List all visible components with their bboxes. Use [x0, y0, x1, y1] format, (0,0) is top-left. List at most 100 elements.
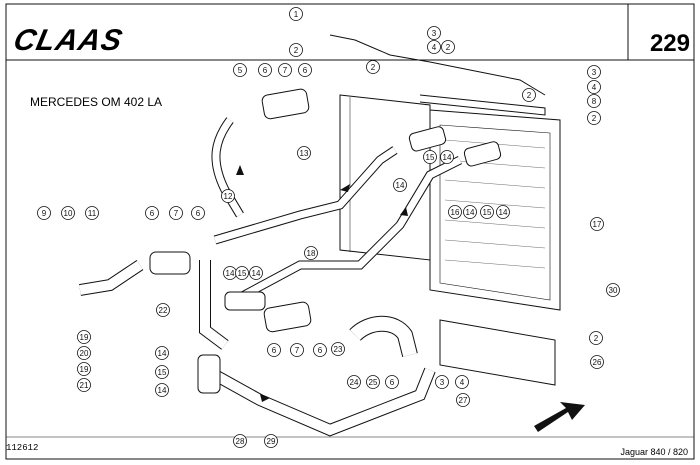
callout-number: 13: [300, 149, 309, 158]
callout-3: 3: [427, 26, 441, 40]
callout-circle: [61, 206, 75, 220]
callout-number: 2: [592, 114, 597, 123]
callout-number: 4: [460, 378, 465, 387]
callout-11: 11: [85, 206, 99, 220]
callout-circle: [235, 266, 249, 280]
callout-number: 2: [371, 63, 376, 72]
callout-circle: [427, 26, 441, 40]
callout-6: 6: [145, 206, 159, 220]
callout-number: 3: [440, 378, 445, 387]
callout-7: 7: [169, 206, 183, 220]
callout-number: 23: [334, 345, 343, 354]
callout-14: 14: [249, 266, 263, 280]
callout-circle: [304, 246, 318, 260]
callout-circle: [278, 63, 292, 77]
callout-circle: [313, 343, 327, 357]
callout-circle: [590, 355, 604, 369]
callout-number: 14: [443, 153, 452, 162]
callout-number: 3: [592, 68, 597, 77]
callout-number: 12: [224, 192, 233, 201]
callout-number: 7: [174, 209, 179, 218]
callout-circle: [590, 217, 604, 231]
callout-number: 4: [432, 43, 437, 52]
callout-4: 4: [427, 40, 441, 54]
callout-22: 22: [156, 303, 170, 317]
callout-14: 14: [155, 383, 169, 397]
callout-circle: [77, 362, 91, 376]
callout-24: 24: [347, 375, 361, 389]
callout-15: 15: [155, 365, 169, 379]
callout-14: 14: [496, 205, 510, 219]
callout-circle: [496, 205, 510, 219]
callout-number: 15: [158, 368, 167, 377]
callout-14: 14: [463, 205, 477, 219]
callout-circle: [191, 206, 205, 220]
callout-14: 14: [393, 178, 407, 192]
callout-15: 15: [235, 266, 249, 280]
callout-number: 6: [318, 346, 323, 355]
callout-9: 9: [37, 206, 51, 220]
callout-number: 6: [303, 66, 308, 75]
model-label: Jaguar 840 / 820: [620, 447, 688, 457]
callout-18: 18: [304, 246, 318, 260]
callout-circle: [264, 434, 278, 448]
callout-number: 10: [64, 209, 73, 218]
callout-number: 6: [150, 209, 155, 218]
callout-circle: [258, 63, 272, 77]
callout-number: 19: [80, 365, 89, 374]
callout-number: 1: [294, 10, 299, 19]
callout-circle: [587, 111, 601, 125]
callout-number: 6: [196, 209, 201, 218]
callout-circle: [393, 178, 407, 192]
callout-27: 27: [456, 393, 470, 407]
callout-29: 29: [264, 434, 278, 448]
callout-circle: [448, 205, 462, 219]
callout-circle: [289, 7, 303, 21]
callout-19: 19: [77, 362, 91, 376]
callout-circle: [156, 303, 170, 317]
callout-2: 2: [366, 60, 380, 74]
callout-number: 27: [459, 396, 468, 405]
callout-2: 2: [522, 88, 536, 102]
callout-circle: [589, 331, 603, 345]
callout-number: 3: [432, 29, 437, 38]
page-number: 229: [649, 30, 690, 57]
callout-circle: [77, 378, 91, 392]
callout-circle: [77, 346, 91, 360]
callout-30: 30: [606, 283, 620, 297]
callout-8: 8: [587, 94, 601, 108]
callout-circle: [249, 266, 263, 280]
callout-circle: [85, 206, 99, 220]
callout-7: 7: [290, 343, 304, 357]
callout-number: 8: [592, 97, 597, 106]
callout-number: 7: [295, 346, 300, 355]
callout-number: 18: [307, 249, 316, 258]
callout-number: 2: [594, 334, 599, 343]
callout-circle: [37, 206, 51, 220]
flow-arrows: [236, 165, 408, 402]
callout-number: 28: [236, 437, 245, 446]
callout-number: 16: [451, 208, 460, 217]
callout-circle: [606, 283, 620, 297]
callout-number: 15: [238, 269, 247, 278]
callout-circle: [441, 40, 455, 54]
callout-circle: [480, 205, 494, 219]
callout-number: 2: [527, 91, 532, 100]
callout-3: 3: [587, 65, 601, 79]
engine-label: MERCEDES OM 402 LA: [30, 95, 163, 109]
callout-circle: [423, 150, 437, 164]
callout-number: 15: [426, 153, 435, 162]
callout-2: 2: [589, 331, 603, 345]
callout-20: 20: [77, 346, 91, 360]
callout-circle: [427, 40, 441, 54]
callout-14: 14: [440, 150, 454, 164]
callout-circle: [77, 330, 91, 344]
callout-number: 14: [158, 349, 167, 358]
callout-number: 29: [267, 437, 276, 446]
callout-circle: [463, 205, 477, 219]
document-number: 112612: [6, 443, 39, 453]
callout-number: 14: [158, 386, 167, 395]
callout-2: 2: [587, 111, 601, 125]
callout-number: 30: [609, 286, 618, 295]
callout-23: 23: [331, 342, 345, 356]
